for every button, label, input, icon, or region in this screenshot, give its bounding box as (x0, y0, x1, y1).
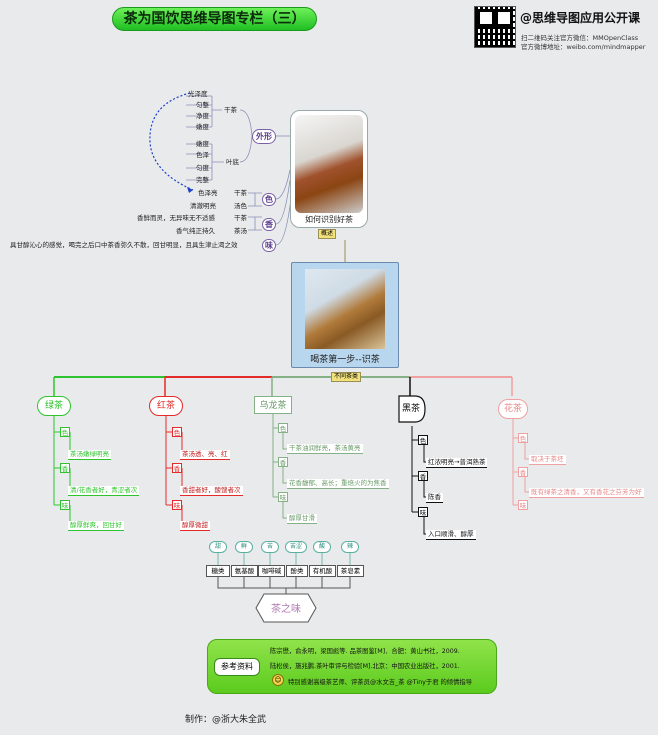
author-credit: 制作：@浙大朱全武 (185, 715, 267, 725)
component-item: 糖类 (206, 565, 230, 577)
overview-tag: 概述 (318, 229, 337, 239)
scented-attr: 色 (518, 433, 528, 443)
scented-note: 既有绿茶之清香，又有香花之芬芳为好 (529, 488, 644, 498)
leaf-item: 匀度 (196, 164, 209, 172)
dark-attr: 味 (418, 507, 428, 517)
references-label: 参考资料 (214, 658, 260, 676)
green-note: 清/花香者好，青涩者次 (68, 486, 140, 496)
dry-item: 匀整 (196, 101, 209, 109)
dark-attr: 色 (418, 435, 428, 445)
green-attr: 味 (60, 500, 70, 510)
oolong-note: 醇厚甘滑 (287, 514, 317, 524)
leaf-item: 完整 (196, 176, 209, 184)
green-note: 醇厚鲜爽，回甘好 (68, 521, 124, 531)
know-tea-label: 喝茶第一步--识茶 (310, 355, 380, 365)
category-dark-tea-shape (398, 395, 426, 423)
qr-code[interactable] (474, 6, 516, 48)
identify-good-tea-label: 如何识别好茶 (305, 215, 353, 224)
green-attr: 色 (60, 427, 70, 437)
taste-of-tea-diamond (255, 593, 317, 623)
branch-taste[interactable]: 味 (262, 239, 276, 252)
leaf-base-label: 叶底 (226, 158, 239, 166)
reference-line: 特别感谢高级茶艺师、评茶员@水文吉_茶 @Tiny于君 的倾情指导 (288, 679, 472, 686)
dry-item: 光泽度 (188, 90, 208, 98)
tea-set-photo (305, 269, 385, 349)
effect-bubble: 苦涩 (285, 541, 307, 553)
brand-weibo: 官方微博地址：weibo.com/mindmapper (521, 43, 646, 51)
category-scented-tea[interactable]: 花茶 (498, 399, 528, 419)
taste-of-tea-label[interactable]: 茶之味 (271, 604, 301, 615)
green-note: 茶汤嫩绿明亮 (68, 450, 111, 460)
reference-line: 陆松侯，施兆鹏.茶叶审评与检验[M].北京：中国农业出版社，2001. (270, 663, 460, 670)
red-attr: 味 (172, 500, 182, 510)
scented-note: 取决于茶坯 (529, 455, 566, 465)
effect-bubble: 辣 (341, 541, 359, 553)
effect-bubble: 苦 (261, 541, 279, 553)
smile-icon: ☺ (272, 674, 284, 686)
color-row-text: 清澈明亮 (190, 202, 216, 210)
scented-attr: 香 (518, 467, 528, 477)
oolong-note: 干茶油润鲜亮，茶汤黄亮 (287, 444, 363, 454)
color-row-tag: 干茶 (234, 189, 247, 197)
taste-text: 具甘醇沁心的感觉，喝完之后口中茶香弥久不散，回甘明显，且具生津止渴之效 (10, 241, 238, 249)
leaf-item: 色泽 (196, 151, 209, 159)
category-oolong-tea[interactable]: 乌龙茶 (254, 396, 292, 414)
red-attr: 香 (172, 463, 182, 473)
red-note: 醇厚微甜 (180, 521, 210, 531)
oolong-note: 花香馥郁、高长；重焙火的为焦香 (287, 479, 389, 489)
identify-good-tea-card[interactable]: 如何识别好茶 (290, 110, 368, 228)
component-item: 酚类 (286, 565, 308, 577)
aroma-row-tag: 干茶 (234, 214, 247, 222)
color-row-text: 色泽亮 (198, 189, 218, 197)
red-note: 茶汤透、亮、红 (180, 450, 230, 460)
brand-name[interactable]: @思维导图应用公开课 (520, 11, 641, 25)
branch-aroma[interactable]: 香 (262, 218, 276, 231)
dark-note: 入口顺滑、醇厚 (426, 530, 476, 540)
component-item: 有机酸 (309, 565, 336, 577)
color-row-tag: 汤色 (234, 202, 247, 210)
teapot-photo (295, 115, 363, 213)
red-note: 香甜者好，酸馊者次 (180, 486, 243, 496)
branch-color[interactable]: 色 (262, 193, 276, 206)
dry-item: 嫩度 (196, 123, 209, 131)
tea-types-tag: 不同茶类 (331, 372, 362, 382)
scented-attr: 味 (518, 500, 528, 510)
oolong-attr: 香 (278, 457, 288, 467)
component-item: 氨基酸 (231, 565, 258, 577)
brand-wechat: 扫二维码关注官方微信：MMOpenClass (521, 34, 639, 42)
leaf-item: 嫩度 (196, 140, 209, 148)
dry-item: 净度 (196, 112, 209, 120)
component-item: 咖啡碱 (258, 565, 285, 577)
effect-bubble: 甜 (209, 541, 227, 553)
category-black-tea-red[interactable]: 红茶 (149, 396, 183, 416)
aroma-row-text: 香鲜而灵，无异味无不适感 (137, 214, 215, 222)
dark-note: 红浓明亮→普洱熟茶 (426, 458, 488, 468)
red-attr: 色 (172, 427, 182, 437)
reference-line: 陈宗懋，俞永明，梁国彪等. 品茶图鉴[M]．合肥：黄山书社，2009. (270, 648, 460, 655)
effect-bubble: 酸 (313, 541, 331, 553)
dark-note: 陈香 (426, 493, 443, 503)
category-green-tea[interactable]: 绿茶 (37, 396, 71, 416)
page-title: 茶为国饮思维导图专栏（三） (112, 7, 317, 31)
aroma-row-text: 香气纯正持久 (176, 227, 215, 235)
effect-bubble: 鲜 (235, 541, 253, 553)
branch-appearance[interactable]: 外形 (252, 129, 276, 144)
component-item: 茶皂素 (337, 565, 364, 577)
green-attr: 香 (60, 463, 70, 473)
oolong-attr: 味 (278, 492, 288, 502)
category-dark-tea[interactable]: 黑茶 (401, 404, 420, 414)
aroma-row-tag: 茶汤 (234, 227, 247, 235)
oolong-attr: 色 (278, 423, 288, 433)
dark-attr: 香 (418, 471, 428, 481)
know-tea-card[interactable]: 喝茶第一步--识茶 (291, 262, 399, 368)
dry-tea-label: 干茶 (224, 106, 237, 114)
